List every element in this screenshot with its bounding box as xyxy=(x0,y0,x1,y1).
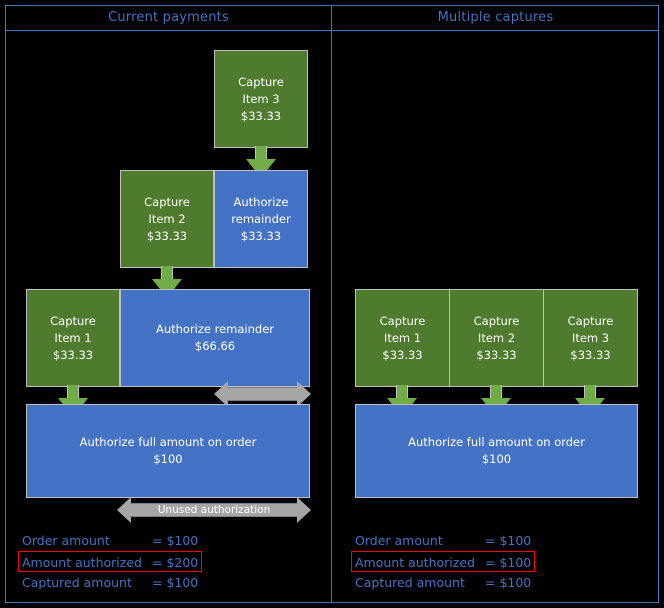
box-capture-item-1-right: Capture Item 1 $33.33 xyxy=(355,289,450,387)
legend-value: = $100 xyxy=(485,575,532,590)
box-line: Authorize xyxy=(233,194,289,209)
box-line: Item 2 xyxy=(477,330,516,345)
box-line: Authorize full amount on order xyxy=(79,435,257,449)
unused-authorization-arrow-icon xyxy=(214,381,311,407)
legend-label: Captured amount xyxy=(22,575,132,590)
box-line: $33.33 xyxy=(240,108,282,123)
box-line: Item 2 xyxy=(148,211,186,226)
legend-value: = $100 xyxy=(152,575,199,590)
legend-row-captured-amount: Captured amount = $100 xyxy=(355,572,535,593)
box-line: $66.66 xyxy=(194,339,236,353)
box-line: Authorize remainder xyxy=(155,322,275,336)
box-capture-item-1-left: Capture Item 1 $33.33 xyxy=(26,289,120,387)
box-line: Authorize full amount on order xyxy=(408,435,585,449)
legend-row-order-amount: Order amount = $100 xyxy=(355,530,535,551)
panel-divider xyxy=(331,5,332,603)
box-line: $33.33 xyxy=(476,347,517,362)
header-divider xyxy=(5,30,659,31)
box-line: $33.33 xyxy=(382,347,423,362)
box-line: $100 xyxy=(481,452,512,466)
box-authorize-full-amount-left: Authorize full amount on order $100 xyxy=(26,404,310,498)
legend-label: Order amount xyxy=(355,533,443,548)
box-capture-item-2-left: Capture Item 2 $33.33 xyxy=(120,170,214,268)
legend-row-amount-authorized: Amount authorized = $100 xyxy=(351,551,536,572)
legend-multiple-captures: Order amount = $100 Amount authorized = $1… xyxy=(351,530,536,593)
legend-row-order-amount: Order amount = $100 xyxy=(22,530,202,551)
box-line: $100 xyxy=(153,452,183,466)
box-line: Item 1 xyxy=(54,330,92,345)
legend-label: Captured amount xyxy=(355,575,465,590)
unused-authorization-labeled-arrow: Unused authorization xyxy=(117,497,311,523)
box-line: Capture xyxy=(567,313,614,328)
legend-row-captured-amount: Captured amount = $100 xyxy=(22,572,202,593)
box-authorize-remainder-33: Authorize remainder $33.33 xyxy=(214,170,308,268)
unused-authorization-label: Unused authorization xyxy=(157,504,271,516)
box-line: Item 3 xyxy=(571,330,610,345)
panel-title-current-payments: Current payments xyxy=(108,10,229,25)
box-line: $33.33 xyxy=(146,228,188,243)
legend-current-payments: Order amount = $100 Amount authorized = $2… xyxy=(18,530,203,593)
legend-value: = $100 xyxy=(152,533,199,548)
box-line: $33.33 xyxy=(240,228,282,243)
box-line: Capture xyxy=(473,313,520,328)
box-capture-item-2-right: Capture Item 2 $33.33 xyxy=(449,289,544,387)
box-line: Capture xyxy=(379,313,426,328)
panel-title-multiple-captures: Multiple captures xyxy=(437,10,554,25)
box-capture-item-3-left: Capture Item 3 $33.33 xyxy=(214,50,308,148)
box-capture-item-3-right: Capture Item 3 $33.33 xyxy=(543,289,638,387)
box-line: Item 1 xyxy=(383,330,422,345)
legend-value: = $100 xyxy=(485,555,532,570)
box-authorize-full-amount-right: Authorize full amount on order $100 xyxy=(355,404,638,498)
box-line: Item 3 xyxy=(242,91,280,106)
box-line: $33.33 xyxy=(52,347,94,362)
legend-label: Order amount xyxy=(22,533,110,548)
box-line: remainder xyxy=(231,211,291,226)
legend-row-amount-authorized: Amount authorized = $200 xyxy=(18,551,203,572)
box-line: Capture xyxy=(144,194,190,209)
box-line: Capture xyxy=(50,313,96,328)
box-authorize-remainder-66: Authorize remainder $66.66 xyxy=(120,289,310,387)
legend-label: Amount authorized xyxy=(22,555,142,570)
box-line: Capture xyxy=(238,74,284,89)
box-line: $33.33 xyxy=(570,347,611,362)
legend-label: Amount authorized xyxy=(355,555,475,570)
legend-value: = $200 xyxy=(152,555,199,570)
legend-value: = $100 xyxy=(485,533,532,548)
